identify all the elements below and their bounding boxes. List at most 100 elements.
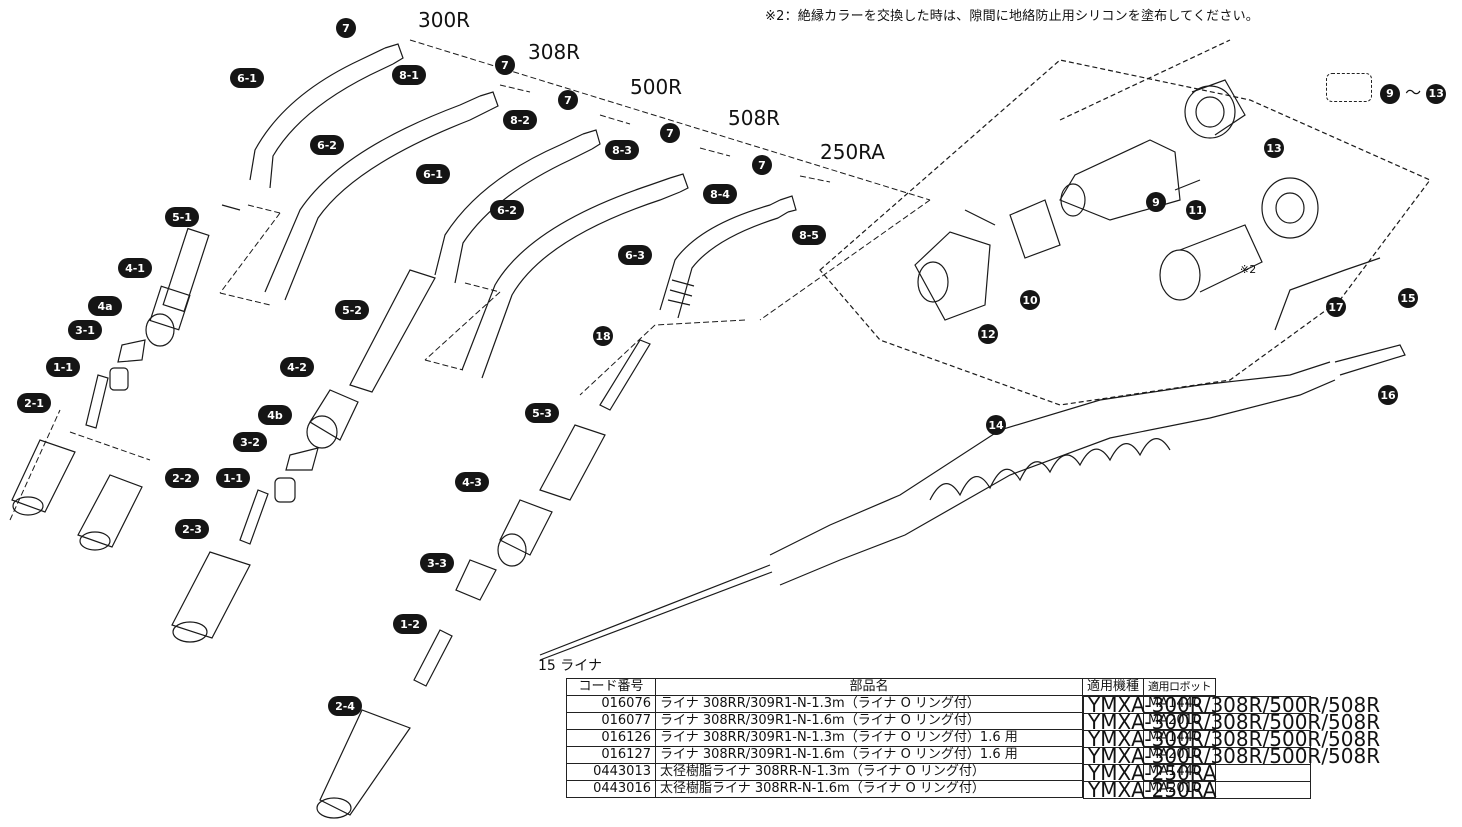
note-mark-2: ※2 bbox=[1240, 263, 1257, 276]
kit-range-sep: 〜 bbox=[1405, 83, 1422, 102]
tube-6-3 bbox=[659, 195, 797, 319]
ring-4a bbox=[117, 339, 146, 363]
callout-16: 16 bbox=[1378, 385, 1398, 405]
model-reference-lines bbox=[9, 39, 931, 521]
model-label-500r: 500R bbox=[630, 75, 683, 99]
liner-table-title: 15 ライナ bbox=[538, 658, 602, 674]
sleeve-5-2 bbox=[349, 269, 436, 393]
callout-4-1: 4-1 bbox=[118, 258, 152, 278]
kit-range-box bbox=[1326, 73, 1372, 102]
callout-3-1: 3-1 bbox=[68, 320, 102, 340]
header-part-name: 部品名 bbox=[655, 678, 1083, 696]
callout-7: 7 bbox=[660, 123, 680, 143]
tube-6-2-b bbox=[461, 173, 689, 379]
callout-2-1: 2-1 bbox=[17, 393, 51, 413]
holder-4-1 bbox=[145, 285, 191, 347]
block-10 bbox=[1009, 199, 1061, 259]
callout-6-2: 6-2 bbox=[490, 200, 524, 220]
callout-2-4: 2-4 bbox=[328, 696, 362, 716]
callout-10: 10 bbox=[1020, 290, 1040, 310]
tube-6-2-a bbox=[264, 91, 499, 301]
cell-code: 016126 bbox=[566, 729, 656, 747]
tube-6-1-a bbox=[249, 43, 404, 189]
callout-5-2: 5-2 bbox=[335, 300, 369, 320]
cell-code: 016076 bbox=[566, 695, 656, 713]
header-code: コード番号 bbox=[566, 678, 656, 696]
insulator-18 bbox=[599, 339, 651, 411]
kit-range-label: 9 〜 13 bbox=[1380, 79, 1447, 104]
callout-6-1: 6-1 bbox=[416, 164, 450, 184]
table-row: 016126 ライナ 308RR/309R1-N-1.3m（ライナ O リング付… bbox=[566, 729, 1380, 749]
callout-12: 12 bbox=[978, 324, 998, 344]
model-label-508r: 508R bbox=[728, 106, 781, 130]
block-12 bbox=[914, 231, 991, 321]
cell-code: 016127 bbox=[566, 746, 656, 764]
tip-1-1-b bbox=[239, 489, 269, 545]
nozzle-2-1 bbox=[11, 439, 76, 516]
nozzle-2-3 bbox=[171, 551, 251, 643]
callout-5-1: 5-1 bbox=[165, 207, 199, 227]
screw-10 bbox=[964, 209, 996, 226]
callout-17: 17 bbox=[1326, 297, 1346, 317]
callout-4a: 4a bbox=[88, 296, 122, 316]
cell-part-name: 太径樹脂ライナ 308RR-N-1.6m（ライナ O リング付） bbox=[655, 780, 1083, 798]
callout-3-3: 3-3 bbox=[420, 553, 454, 573]
callout-7: 7 bbox=[558, 90, 578, 110]
callout-1-2: 1-2 bbox=[393, 614, 427, 634]
cell-model: YMXA-250RA bbox=[1083, 780, 1311, 800]
nozzle-2-2 bbox=[77, 474, 143, 551]
table-row: 016127 ライナ 308RR/309R1-N-1.6m（ライナ O リング付… bbox=[566, 746, 1380, 766]
callout-6-1: 6-1 bbox=[230, 68, 264, 88]
orifice-3-3 bbox=[455, 559, 497, 601]
callout-7: 7 bbox=[495, 55, 515, 75]
body-9 bbox=[1059, 139, 1181, 221]
cable-14 bbox=[539, 344, 1406, 661]
callout-7: 7 bbox=[336, 18, 356, 38]
header-robot: 適用ロボット bbox=[1143, 678, 1217, 696]
ring-4b bbox=[285, 447, 319, 471]
header-model: 適用機種 bbox=[1081, 678, 1145, 696]
callout-6-2: 6-2 bbox=[310, 135, 344, 155]
cell-part-name: 太径樹脂ライナ 308RR-N-1.3m（ライナ O リング付） bbox=[655, 763, 1083, 781]
callout-11: 11 bbox=[1186, 200, 1206, 220]
cell-part-name: ライナ 308RR/309R1-N-1.6m（ライナ O リング付） bbox=[655, 712, 1083, 730]
model-label-300r: 300R bbox=[418, 8, 471, 32]
cell-part-name: ライナ 308RR/309R1-N-1.3m（ライナ O リング付）1.6 用 bbox=[655, 729, 1083, 747]
callout-4b: 4b bbox=[258, 405, 292, 425]
callout-8-4: 8-4 bbox=[703, 184, 737, 204]
tube-6-1-b bbox=[434, 129, 601, 284]
callout-8-3: 8-3 bbox=[605, 140, 639, 160]
holder-4-3 bbox=[497, 499, 553, 567]
kit-range-to: 13 bbox=[1426, 83, 1447, 104]
cell-code: 0443016 bbox=[566, 780, 656, 798]
callout-1-1: 1-1 bbox=[216, 468, 250, 488]
collar-11-a bbox=[1159, 224, 1263, 301]
orifice-3-2 bbox=[274, 477, 296, 503]
nozzle-2-4 bbox=[316, 709, 411, 819]
cell-model: YMXA-300R/308R/500R/508R bbox=[1083, 695, 1380, 715]
table-row: 0443016 太径樹脂ライナ 308RR-N-1.6m（ライナ O リング付）… bbox=[566, 780, 1311, 800]
liner-table: コード番号 部品名 適用機種 適用ロボット 016076 ライナ 308RR/3… bbox=[566, 678, 1380, 800]
top-note: ※2：絶縁カラーを交換した時は、隙間に地絡防止用シリコンを塗布してください。 bbox=[765, 9, 1259, 24]
model-label-308r: 308R bbox=[528, 40, 581, 64]
callout-8-5: 8-5 bbox=[792, 225, 826, 245]
table-row: 016076 ライナ 308RR/309R1-N-1.3m（ライナ O リング付… bbox=[566, 695, 1380, 715]
kit-range-from: 9 bbox=[1380, 83, 1400, 104]
cell-part-name: ライナ 308RR/309R1-N-1.6m（ライナ O リング付）1.6 用 bbox=[655, 746, 1083, 764]
nut-13 bbox=[1184, 79, 1246, 139]
tip-1-1-a bbox=[85, 374, 109, 429]
callout-15: 15 bbox=[1398, 288, 1418, 308]
callout-9: 9 bbox=[1146, 192, 1166, 212]
table-row: 016077 ライナ 308RR/309R1-N-1.6m（ライナ O リング付… bbox=[566, 712, 1380, 732]
screw-9 bbox=[1174, 179, 1201, 191]
sleeve-5-1 bbox=[162, 204, 241, 313]
kit-dashed-outline bbox=[819, 59, 1431, 406]
callout-3-2: 3-2 bbox=[233, 432, 267, 452]
cell-part-name: ライナ 308RR/309R1-N-1.3m（ライナ O リング付） bbox=[655, 695, 1083, 713]
callout-14: 14 bbox=[986, 415, 1006, 435]
callout-4-2: 4-2 bbox=[280, 357, 314, 377]
ring-11-b bbox=[1261, 177, 1319, 239]
callout-7: 7 bbox=[752, 155, 772, 175]
callout-1-1: 1-1 bbox=[46, 357, 80, 377]
callout-6-3: 6-3 bbox=[618, 245, 652, 265]
